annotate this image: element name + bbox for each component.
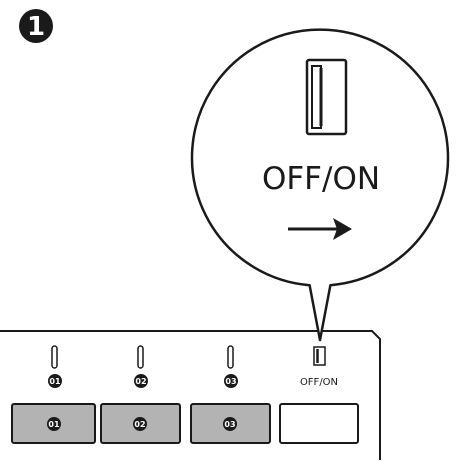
channel-button-1[interactable]: 01: [11, 403, 96, 444]
channel-badge-3: 03: [224, 374, 238, 388]
power-switch[interactable]: [313, 346, 326, 366]
switch-icon-enlarged: [305, 58, 348, 136]
callout-bubble: [190, 28, 450, 342]
channel-button-3[interactable]: 03: [190, 403, 271, 444]
channel-button-3-badge: 03: [224, 420, 235, 429]
switch-label: OFF/ON: [300, 377, 338, 388]
indicator-light-1: [51, 345, 58, 369]
channel-button-1-badge: 01: [48, 420, 60, 429]
callout-label: OFF/ON: [262, 161, 380, 197]
svg-text:03: 03: [225, 377, 236, 386]
channel-button-2[interactable]: 02: [100, 403, 181, 444]
step-number: 1: [27, 12, 45, 42]
channel-badge-1: 01: [48, 374, 62, 388]
channel-button-2-badge: 02: [134, 420, 145, 429]
svg-text:02: 02: [135, 377, 146, 386]
arrow-right-icon: [288, 218, 352, 240]
indicator-light-2: [137, 345, 144, 369]
panel-outline: [0, 330, 381, 460]
step-badge: 1: [19, 9, 53, 43]
step-badge-circle: [19, 9, 53, 43]
channel-badge-2: 02: [134, 374, 148, 388]
indicator-light-3: [227, 345, 234, 369]
power-button[interactable]: [279, 403, 359, 444]
svg-text:01: 01: [49, 377, 61, 386]
